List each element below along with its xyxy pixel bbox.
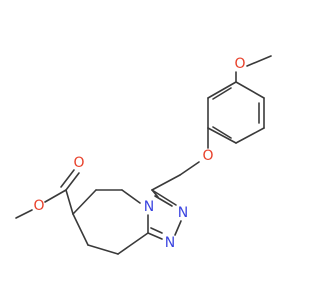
bond-ring-4 [207, 127, 237, 144]
bond-ring-3 [235, 127, 265, 144]
bond-triazole-c3-n2 [151, 189, 177, 206]
bond-lines [15, 55, 272, 255]
bond-ring-inner-3 [212, 87, 232, 100]
bond-triazole-c3-n2-double [154, 195, 173, 207]
bond-ch2-triazole [151, 174, 181, 191]
bond-azepane-c6-c7 [72, 189, 97, 215]
bond-azepane-c9-c8a [117, 232, 149, 255]
atom-n-triazole-right: N [178, 205, 188, 221]
bond-ring-6 [207, 81, 237, 99]
atom-o-carbonyl: O [73, 155, 84, 171]
bond-ring-1 [235, 81, 265, 99]
bond-triazole-n1-c8a [147, 232, 163, 240]
bond-triazole-n1-c8a-double [150, 227, 163, 234]
atom-n-junction: N [144, 199, 154, 215]
atom-n-triazole-bottom: N [165, 235, 175, 251]
bond-triazole-n2-n1 [174, 220, 182, 236]
bond-azepane-n4-c5 [121, 189, 141, 204]
bond-carbonyl-c-o-double-b [60, 169, 75, 188]
bond-o-ester-methyl [15, 209, 33, 219]
atom-labels: O O N N N O O [33, 56, 245, 251]
molecule-structure: O O N N N O O [15, 55, 272, 255]
atom-o-ether: O [202, 148, 213, 164]
bond-carbonyl-c-o-double-a [65, 172, 80, 191]
bond-c7-carbonyl-c [65, 189, 74, 215]
bond-ring-inner-2 [212, 126, 232, 139]
bond-azepane-c7-c8 [72, 213, 89, 246]
bond-azepane-c8-c9 [87, 244, 119, 255]
bond-methyl-o [246, 55, 272, 67]
atom-o-methoxy: O [234, 56, 245, 72]
bond-o-ch2 [179, 161, 200, 176]
bond-carbonyl-c-o-ester [44, 189, 67, 203]
atom-o-ester: O [33, 198, 44, 214]
